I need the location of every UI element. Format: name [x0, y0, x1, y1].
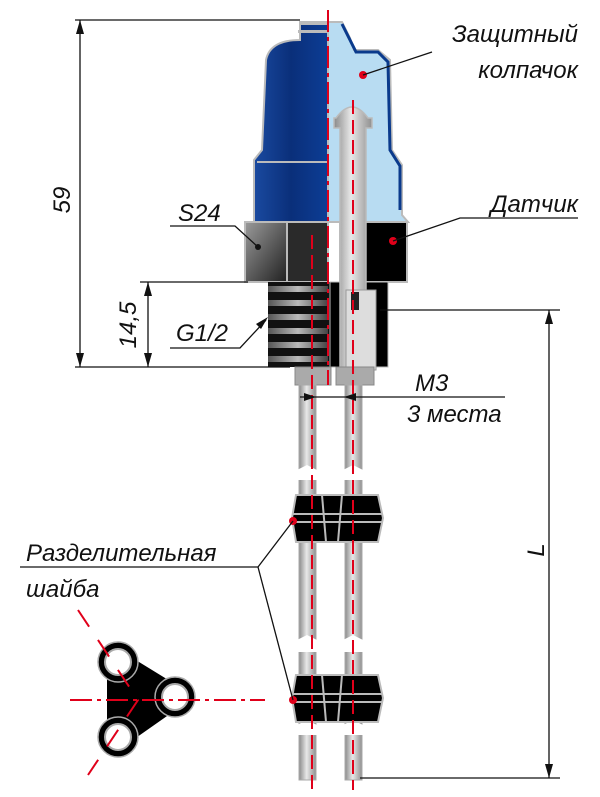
- callout-cap: Защитный колпачок: [359, 21, 580, 84]
- hex-nut: [244, 221, 408, 283]
- dimension-14-5: 14,5: [115, 281, 248, 367]
- cap-label-2: колпачок: [478, 57, 579, 84]
- callout-separator: Разделительная шайба: [20, 517, 297, 704]
- hex-label: S24: [178, 200, 221, 227]
- sensor-probe: [294, 106, 377, 386]
- centerlines: [311, 10, 354, 790]
- separator-label-2: шайба: [26, 576, 99, 603]
- callout-m3: M3 3 места: [300, 370, 505, 428]
- m3-label: M3: [415, 370, 449, 397]
- sensor-label: Датчик: [488, 191, 580, 218]
- separator-washer-lower: [290, 674, 385, 723]
- callout-hex: S24: [170, 200, 261, 250]
- dimension-L: L: [360, 309, 560, 779]
- callout-thread: G1/2: [170, 317, 268, 349]
- dimension-59: 59: [49, 19, 300, 368]
- protective-cap: [253, 21, 411, 223]
- cap-label-1: Защитный: [452, 21, 578, 48]
- separator-label-1: Разделительная: [26, 540, 217, 567]
- dim-59-label: 59: [49, 187, 76, 214]
- dim-L-label: L: [523, 543, 550, 556]
- thread-label: G1/2: [176, 320, 228, 347]
- dim-14-5-label: 14,5: [115, 301, 142, 348]
- callout-sensor: Датчик: [389, 191, 580, 245]
- m3-places-label: 3 места: [407, 401, 502, 428]
- washer-top-view: [70, 609, 265, 776]
- separator-washer-upper: [290, 494, 385, 543]
